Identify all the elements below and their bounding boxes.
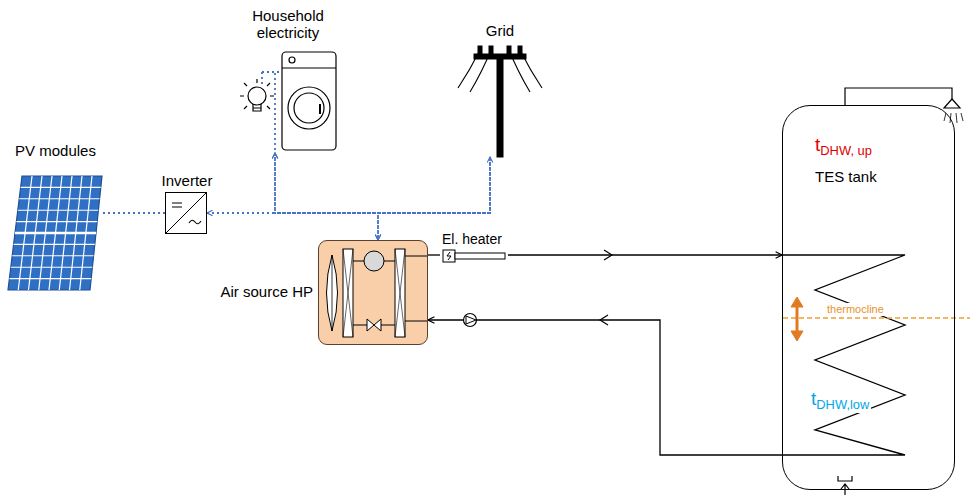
- pump-symbol: [464, 314, 477, 327]
- pv-cell-line: [12, 255, 93, 256]
- pv-cell-line: [15, 232, 96, 235]
- subscript-label: DHW, up: [820, 143, 872, 158]
- pv-cell-line: [11, 267, 93, 268]
- node-label: TES tank: [815, 168, 877, 185]
- electric-heater: El. heater: [440, 249, 508, 263]
- text-group: thermocline: [825, 303, 886, 316]
- inverter-symbol: [166, 193, 206, 233]
- node-label: Household electricity: [252, 7, 324, 41]
- grid-connection: Grid: [452, 45, 548, 157]
- household-load: Household electricity: [238, 45, 338, 153]
- text-group: Household electricity: [230, 7, 346, 42]
- flow-arrows: [600, 250, 612, 325]
- water-pipe: [428, 254, 440, 255]
- electric-line: [275, 153, 490, 213]
- household-icons: [240, 52, 336, 150]
- heat-pump-internals: [319, 241, 427, 344]
- pv-modules: PV modules: [8, 165, 103, 290]
- text-group: Grid: [452, 22, 548, 39]
- text-group: El. heater: [442, 231, 502, 247]
- pv-cell-line: [9, 278, 91, 279]
- text-group: tDHW, up: [815, 134, 872, 159]
- heat-pump-box: Air source HP: [318, 240, 428, 345]
- tes-tank: tDHW, upTES tankthermoclinetDHW,low: [782, 105, 955, 490]
- electric-line: [103, 212, 165, 214]
- node-label: Grid: [486, 22, 514, 39]
- grid-pole: [458, 46, 542, 157]
- text-group: TES tank: [815, 168, 877, 185]
- heater-element: [440, 249, 508, 263]
- pv-cell-line: [18, 210, 99, 211]
- electric-line: [207, 213, 378, 240]
- node-label: t: [811, 388, 816, 409]
- pv-cell-line: [16, 221, 97, 222]
- node-label: thermocline: [827, 303, 884, 315]
- water-pipe: [508, 254, 782, 255]
- thermocline-arrow: [791, 297, 803, 341]
- text-group: PV modules: [0, 142, 118, 159]
- pv-cell-line: [14, 244, 95, 245]
- pv-panel-drawing: [8, 176, 102, 290]
- node-label: PV modules: [15, 142, 96, 159]
- cold-inlet: [838, 476, 852, 495]
- pv-cell-line: [19, 198, 99, 199]
- node-label: El. heater: [442, 231, 502, 247]
- electric-line: [378, 157, 490, 240]
- thermocline-line: [783, 317, 970, 319]
- pv-panel: [8, 176, 102, 290]
- electric-line: [207, 153, 275, 213]
- pv-cell-line: [21, 187, 101, 188]
- text-group: Air source HP: [220, 283, 313, 300]
- electric-line: [207, 157, 490, 213]
- text-group: tDHW,low: [809, 388, 871, 413]
- text-group: Inverter: [146, 172, 228, 189]
- node-label: Inverter: [162, 172, 213, 189]
- inverter-box: Inverter: [165, 192, 207, 234]
- tank-coil: [782, 255, 905, 455]
- subscript-label: DHW,low: [816, 397, 869, 412]
- node-label: t: [815, 134, 820, 155]
- water-pipe: [428, 320, 782, 455]
- node-label: Air source HP: [220, 283, 313, 300]
